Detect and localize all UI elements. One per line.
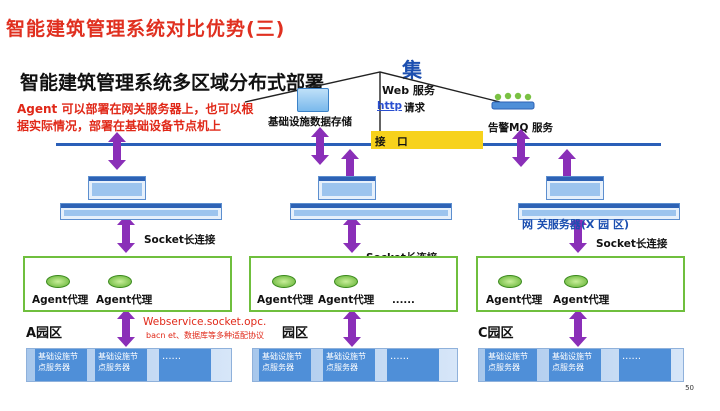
arrow-gw-to-agent-b (343, 215, 361, 253)
http-label: http (377, 100, 403, 112)
network-switch-icon (491, 92, 535, 110)
protocol-line-1: Webservice.socket.opc. (143, 316, 267, 328)
node-server-a2: 基础设施节点服务器 (95, 349, 147, 381)
node-server-b1: 基础设施节点服务器 (259, 349, 311, 381)
agent-icon (498, 275, 522, 288)
agent-note-line-2: 据实际情况，部署在基础设备节点机上 (17, 119, 222, 133)
agent-note-line-1: Agent 可以部署在网关服务器上，也可以根 (17, 102, 254, 116)
node-strip-c: 基础设施节点服务器 基础设施节点服务器 ...... (478, 348, 684, 382)
arrow-storage-to-bus (311, 127, 329, 165)
arrow-bus-to-a (108, 132, 126, 170)
zone-c-name: C园区 (478, 326, 514, 341)
agent-icon (108, 275, 132, 288)
network-bus (56, 143, 661, 146)
agent-ellipsis: ...... (392, 295, 415, 306)
gateway-panel-a (60, 203, 222, 220)
agent-label: Agent代理 (318, 294, 375, 306)
agent-icon (272, 275, 296, 288)
agent-icon (334, 275, 358, 288)
interface-label: 接 口 (375, 136, 412, 148)
web-connection-lines (244, 71, 501, 136)
node-server-a1: 基础设施节点服务器 (35, 349, 87, 381)
diagram-title: 智能建筑管理系统多区域分布式部署 (20, 72, 325, 94)
alarm-mq-label: 告警MQ 服务 (488, 122, 554, 134)
page-number: 50 (685, 384, 694, 392)
arrow-gw-to-agent-a (117, 215, 135, 253)
node-ellipsis-c: ...... (619, 349, 671, 381)
agent-label: Agent代理 (553, 294, 610, 306)
arrow-agent-to-node-a (117, 309, 135, 347)
agent-label: Agent代理 (32, 294, 89, 306)
protocol-line-2: bacn et、数据库等多种适配协议 (146, 331, 265, 340)
gateway-console-a (88, 176, 146, 200)
interface-bar (371, 131, 483, 149)
web-service-label: Web 服务 (382, 84, 435, 97)
gateway-panel-b (290, 203, 452, 220)
node-server-c1: 基础设施节点服务器 (485, 349, 537, 381)
agent-icon (46, 275, 70, 288)
gateway-server-label: 网 关服务器(X 园 区) (522, 218, 630, 231)
agent-label: Agent代理 (257, 294, 314, 306)
socket-label-a: Socket长连接 (144, 234, 216, 246)
agent-label: Agent代理 (96, 294, 153, 306)
gateway-panel-c (518, 203, 680, 220)
zone-a-name: A园区 (26, 326, 63, 341)
node-ellipsis-b: ...... (387, 349, 439, 381)
node-strip-b: 基础设施节点服务器 基础设施节点服务器 ...... (252, 348, 458, 382)
socket-label-c: Socket长连接 (596, 238, 668, 250)
gateway-console-b (318, 176, 376, 200)
agent-label: Agent代理 (486, 294, 543, 306)
arrow-agent-to-node-b (343, 309, 361, 347)
slide-title: 智能建筑管理系统对比优势(三) (6, 18, 286, 40)
gateway-console-c (546, 176, 604, 200)
zone-b-name: 园区 (282, 326, 309, 341)
node-strip-a: 基础设施节点服务器 基础设施节点服务器 ...... (26, 348, 232, 382)
request-label: 请求 (404, 102, 425, 114)
agent-icon (564, 275, 588, 288)
top-char-label: 集 (402, 58, 422, 82)
arrow-agent-to-node-c (569, 309, 587, 347)
storage-label: 基础设施数据存储 (268, 116, 352, 128)
node-ellipsis-a: ...... (159, 349, 211, 381)
node-server-b2: 基础设施节点服务器 (323, 349, 375, 381)
storage-server-icon (297, 88, 329, 112)
node-server-c2: 基础设施节点服务器 (549, 349, 601, 381)
arrow-alarm-to-bus (512, 129, 530, 167)
